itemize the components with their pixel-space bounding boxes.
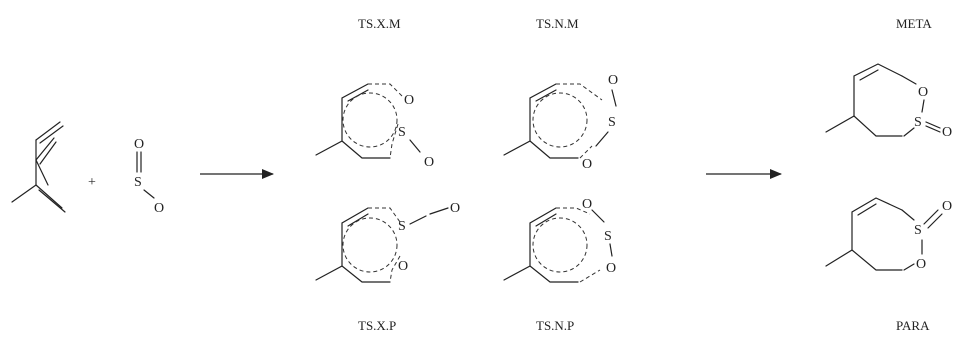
ts-x-p-oxygen-ring: O bbox=[398, 259, 408, 274]
meta-oxygen-ring: O bbox=[918, 85, 928, 100]
ts-n-p-oxygen-exo: O bbox=[582, 197, 592, 212]
ts-x-p-sulfur: S bbox=[398, 219, 406, 234]
so2-oxygen-top: O bbox=[134, 137, 144, 152]
label-ts-n-p: TS.N.P bbox=[536, 318, 574, 333]
ts-n-p-sulfur: S bbox=[604, 229, 612, 244]
label-ts-x-m: TS.X.M bbox=[358, 16, 401, 31]
sulfur-dioxide-molecule: O S O bbox=[134, 137, 164, 216]
plus-sign: + bbox=[88, 175, 96, 190]
isoprene-molecule bbox=[11, 121, 66, 213]
label-para: PARA bbox=[896, 318, 930, 333]
label-meta: META bbox=[896, 16, 932, 31]
ts-x-m-oxygen-exo: O bbox=[424, 155, 434, 170]
para-oxygen-ring: O bbox=[916, 257, 926, 272]
ts-x-m-sulfur: S bbox=[398, 125, 406, 140]
label-ts-x-p: TS.X.P bbox=[358, 318, 396, 333]
meta-sulfur: S bbox=[914, 115, 922, 130]
meta-oxygen-exo: O bbox=[942, 125, 952, 140]
meta-product-structure: O S O bbox=[825, 63, 952, 140]
ts-n-p-oxygen-ring: O bbox=[606, 261, 616, 276]
ts-x-m-oxygen-ring: O bbox=[404, 93, 414, 108]
para-product-structure: S O O bbox=[825, 197, 952, 272]
ts-n-m-oxygen-ring: O bbox=[608, 73, 618, 88]
ts-n-m-sulfur: S bbox=[608, 115, 616, 130]
para-sulfur: S bbox=[914, 223, 922, 238]
so2-sulfur: S bbox=[134, 175, 142, 190]
label-ts-n-m: TS.N.M bbox=[536, 16, 579, 31]
so2-oxygen-right: O bbox=[154, 201, 164, 216]
ts-x-p-structure: S O O bbox=[315, 201, 460, 283]
ts-n-m-oxygen-exo: O bbox=[582, 157, 592, 172]
ts-x-m-structure: O S O bbox=[315, 83, 434, 170]
ts-n-m-structure: O S O bbox=[503, 73, 618, 172]
ts-x-p-oxygen-exo: O bbox=[450, 201, 460, 216]
ts-n-p-structure: O S O bbox=[503, 197, 616, 283]
para-oxygen-exo: O bbox=[942, 199, 952, 214]
